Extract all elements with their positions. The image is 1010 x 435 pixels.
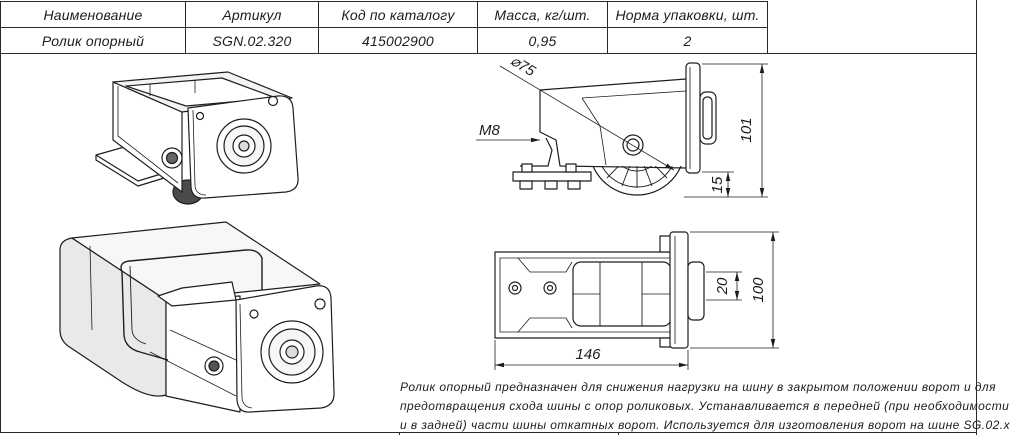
description-line: предотвращения схода шины с опор роликов… <box>400 399 1010 413</box>
header-name: Наименование <box>0 1 186 28</box>
product-description: Ролик опорный предназначен для снижения … <box>400 378 1010 435</box>
frame-tick <box>618 432 619 435</box>
description-line: и в задней) части шины откатных ворот. И… <box>400 418 1010 432</box>
header-catalog-code: Код по каталогу <box>318 1 478 28</box>
header-weight: Масса, кг/шт. <box>477 1 608 28</box>
header-pack-quantity: Норма упаковки, шт. <box>607 1 768 28</box>
cell-article: SGN.02.320 <box>185 27 319 54</box>
header-article: Артикул <box>185 1 319 28</box>
frame-right-border <box>976 0 977 435</box>
cell-weight: 0,95 <box>477 27 608 54</box>
spec-table-header-row: Наименование Артикул Код по каталогу Мас… <box>0 1 768 28</box>
cell-name: Ролик опорный <box>0 27 186 54</box>
description-line: Ролик опорный предназначен для снижения … <box>400 380 997 394</box>
frame-tick <box>399 432 400 435</box>
cell-pack-quantity: 2 <box>607 27 768 54</box>
spec-table-row: Ролик опорный SGN.02.320 415002900 0,95 … <box>0 27 768 54</box>
spec-table: Наименование Артикул Код по каталогу Мас… <box>0 1 768 54</box>
cell-catalog-code: 415002900 <box>318 27 478 54</box>
drawing-frame <box>0 53 976 433</box>
